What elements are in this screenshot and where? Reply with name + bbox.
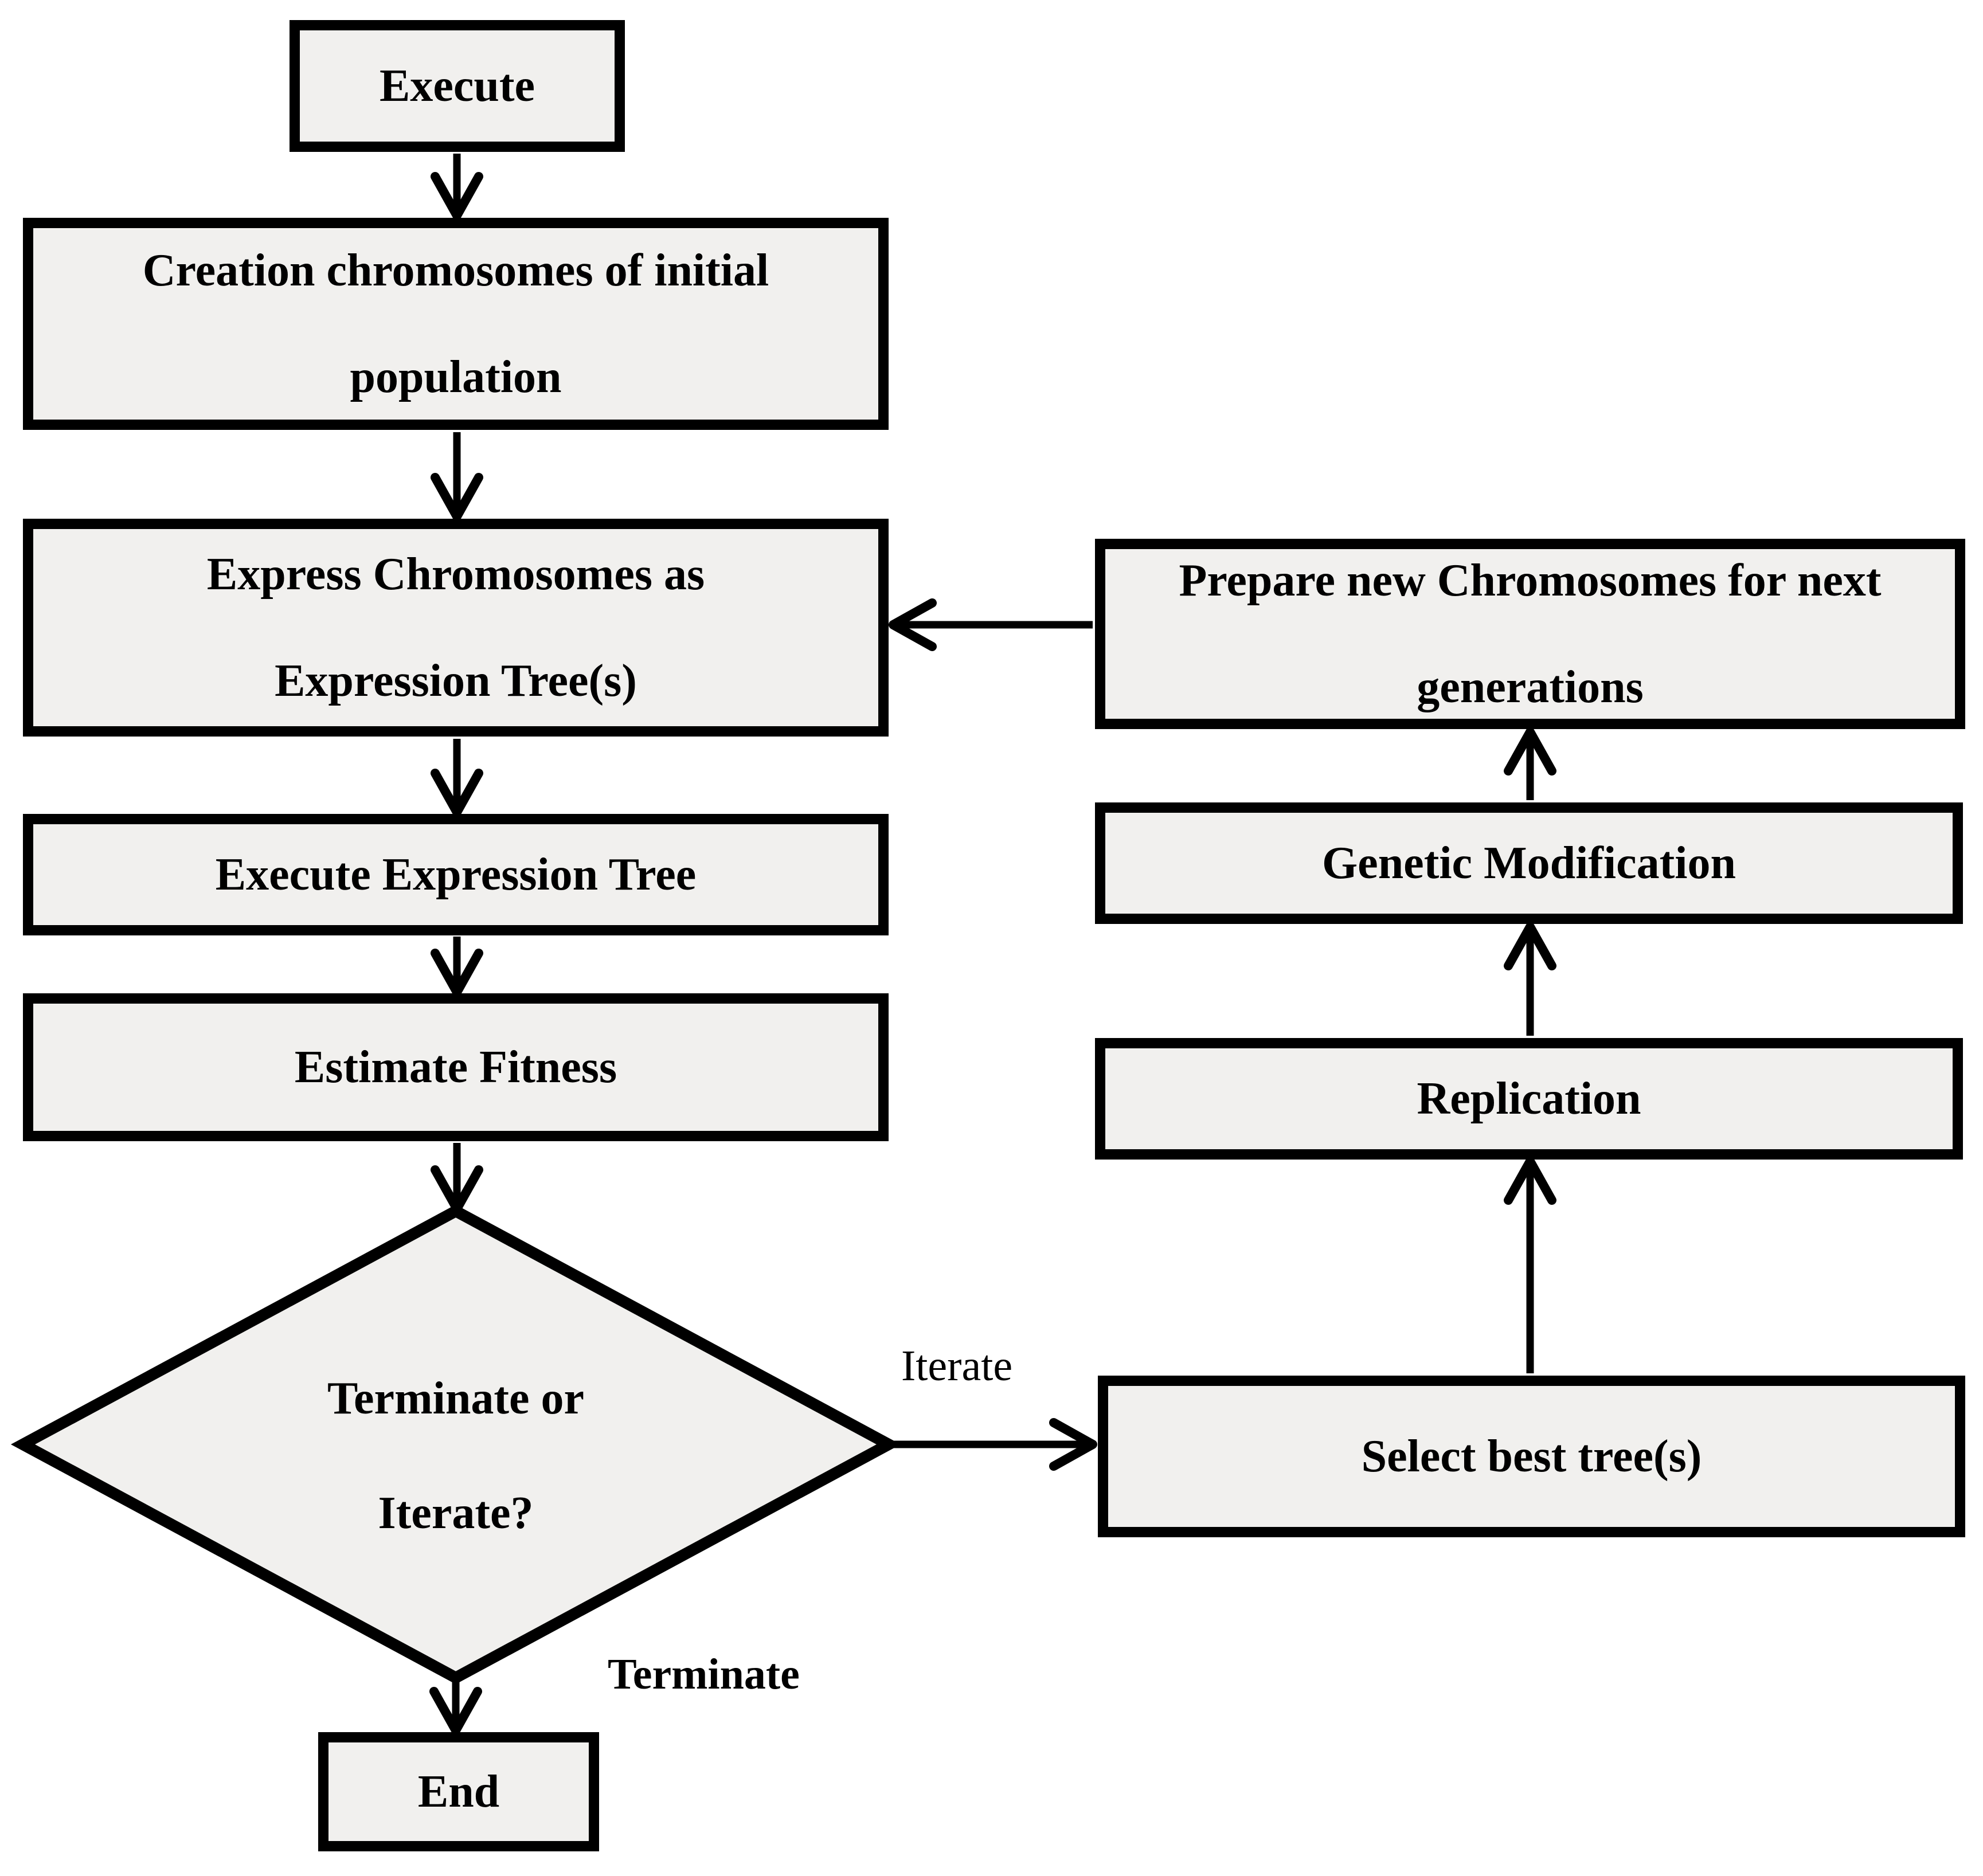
node-label: Terminate or [327, 1373, 585, 1424]
node-label: Execute [379, 61, 535, 111]
node-replication: Replication [1095, 1038, 1963, 1160]
node-prepare-new-chromosomes: Prepare new Chromosomes for next generat… [1095, 539, 1965, 729]
node-label: Select best tree(s) [1361, 1431, 1702, 1482]
arrowhead-decision-to-select [1049, 1418, 1097, 1471]
node-execute: Execute [290, 20, 625, 152]
node-label: Genetic Modification [1321, 838, 1736, 888]
node-label: Replication [1417, 1074, 1641, 1124]
node-label: Iterate? [378, 1488, 534, 1538]
node-label: Expression Tree(s) [275, 656, 637, 706]
node-express-chromosomes: Express Chromosomes as Expression Tree(s… [23, 519, 889, 737]
node-label: End [417, 1767, 500, 1817]
arrowhead-decision-to-end [429, 1687, 482, 1735]
arrowhead-execute-to-creation [431, 172, 483, 220]
arrowhead-replication-to-genetic-modification [1504, 922, 1556, 970]
arrowhead-creation-to-express [431, 473, 483, 521]
node-label: Prepare new Chromosomes for next [1179, 555, 1882, 606]
node-select-best-trees: Select best tree(s) [1098, 1376, 1965, 1537]
arrowhead-select-to-replication [1504, 1157, 1556, 1205]
arrowhead-express-to-execute-tree [431, 769, 483, 817]
node-execute-expression-tree: Execute Expression Tree [23, 814, 889, 935]
edge-label-iterate: Iterate [901, 1342, 1013, 1390]
node-label: Express Chromosomes as [206, 549, 705, 600]
arrowhead-genetic-modification-to-prepare [1504, 727, 1556, 776]
decision-diamond-shape [10, 1204, 901, 1685]
node-label: population [350, 352, 562, 402]
node-decision-terminate-or-iterate: Terminate or Iterate? [112, 1341, 800, 1570]
node-label: generations [1417, 662, 1644, 712]
node-label: Estimate Fitness [294, 1042, 617, 1092]
node-creation-chromosomes: Creation chromosomes of initial populati… [23, 218, 889, 430]
edge-label-terminate: Terminate [608, 1650, 800, 1698]
node-genetic-modification: Genetic Modification [1095, 802, 1963, 924]
arrowhead-execute-tree-to-estimate [431, 949, 483, 997]
node-end: End [318, 1732, 599, 1851]
arrowhead-prepare-to-express [889, 598, 937, 651]
node-label: Execute Expression Tree [215, 849, 697, 900]
node-label: Creation chromosomes of initial [142, 245, 769, 296]
node-estimate-fitness: Estimate Fitness [23, 993, 889, 1141]
arrowhead-estimate-to-decision [431, 1165, 483, 1213]
